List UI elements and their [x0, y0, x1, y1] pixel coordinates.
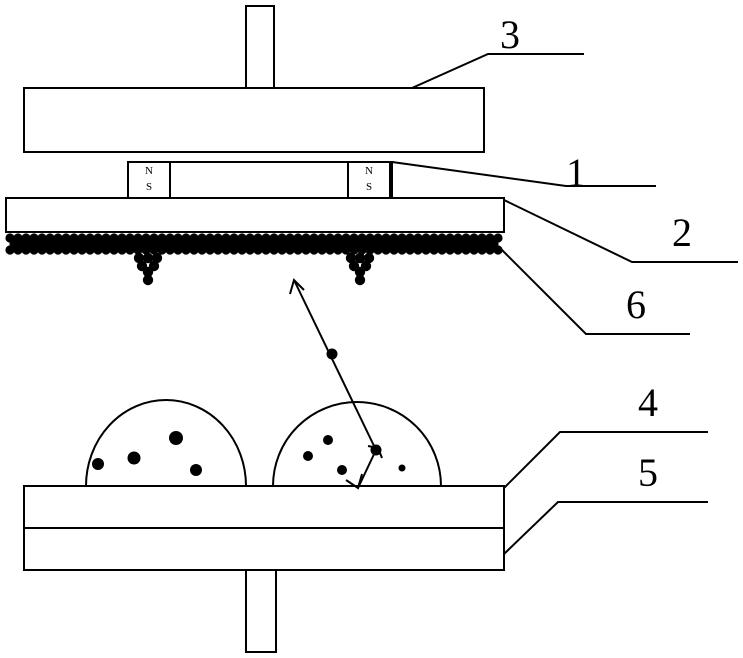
embedded-particle — [92, 458, 104, 470]
abrasive-particle — [261, 245, 270, 254]
impact-particle — [371, 445, 382, 456]
embedded-particle — [323, 435, 333, 445]
abrasive-particle — [13, 245, 22, 254]
workpiece-dome-right — [273, 402, 441, 486]
abrasive-particle — [53, 245, 62, 254]
abrasive-particle — [197, 245, 206, 254]
callout-3: 3 — [500, 12, 520, 57]
abrasive-particle — [325, 245, 334, 254]
abrasive-particle — [437, 245, 446, 254]
abrasive-particle — [285, 245, 294, 254]
abrasive-particle — [381, 245, 390, 254]
abrasive-particle — [461, 245, 470, 254]
callout-4: 4 — [638, 380, 658, 425]
abrasive-particle — [229, 245, 238, 254]
abrasive-particle — [205, 245, 214, 254]
abrasive-particle — [429, 245, 438, 254]
abrasive-particle — [189, 245, 198, 254]
abrasive-particle — [101, 245, 110, 254]
abrasive-particle — [445, 245, 454, 254]
abrasive-particle — [277, 245, 286, 254]
abrasive-particle — [373, 245, 382, 254]
magnet-carrier — [128, 162, 392, 198]
workpiece-plate — [24, 486, 504, 528]
abrasive-particle — [245, 245, 254, 254]
abrasive-particle — [125, 245, 134, 254]
abrasive-particle — [93, 245, 102, 254]
abrasive-particle — [317, 245, 326, 254]
abrasive-particle — [61, 245, 70, 254]
callout-1: 1 — [566, 150, 586, 195]
magnet-pole-south: S — [366, 181, 372, 193]
abrasive-particle — [389, 245, 398, 254]
lower-holder-plate — [24, 528, 504, 570]
abrasive-particle — [21, 245, 30, 254]
magnet-pole-south: S — [146, 181, 152, 193]
embedded-particle — [169, 431, 183, 445]
magnet-pole-north: N — [365, 165, 373, 177]
abrasive-particle — [29, 245, 38, 254]
embedded-particle — [303, 451, 313, 461]
abrasive-particle — [269, 245, 278, 254]
abrasive-particle — [77, 245, 86, 254]
workpiece-domes — [86, 400, 441, 486]
callout-6: 6 — [626, 282, 646, 327]
tool-plate — [6, 198, 504, 232]
abrasive-particle — [397, 245, 406, 254]
abrasive-particle — [469, 245, 478, 254]
abrasive-particle — [85, 245, 94, 254]
abrasive-particle — [237, 245, 246, 254]
embedded-particle — [337, 465, 347, 475]
abrasive-particle — [301, 245, 310, 254]
callout-5: 5 — [638, 450, 658, 495]
abrasive-particle — [405, 245, 414, 254]
abrasive-particle — [109, 245, 118, 254]
abrasive-particle — [253, 245, 262, 254]
magnet-assembly: N S N S — [128, 162, 392, 198]
abrasive-particle — [333, 245, 342, 254]
abrasive-particle — [45, 245, 54, 254]
abrasive-particle — [421, 245, 430, 254]
abrasive-particle — [309, 245, 318, 254]
abrasive-particle — [143, 275, 153, 285]
abrasive-particle — [293, 245, 302, 254]
leader-line-6 — [500, 248, 690, 334]
upper-holder-plate — [24, 88, 484, 152]
embedded-particle — [128, 452, 141, 465]
magnet-pole-north: N — [145, 165, 153, 177]
abrasive-particle — [453, 245, 462, 254]
lower-shaft — [246, 570, 276, 652]
leader-line-5 — [504, 502, 708, 554]
leader-line-1 — [392, 162, 656, 186]
abrasive-particle — [413, 245, 422, 254]
abrasive-particle — [213, 245, 222, 254]
magnetic-particle-layer — [5, 233, 502, 254]
leader-line-3 — [412, 54, 584, 88]
abrasive-particle — [477, 245, 486, 254]
abrasive-particle — [69, 245, 78, 254]
abrasive-particle — [117, 245, 126, 254]
abrasive-particle — [5, 245, 14, 254]
embedded-particle — [399, 465, 406, 472]
moving-particle — [327, 349, 338, 360]
leader-line-4 — [504, 432, 708, 488]
workpiece-dome-left — [86, 400, 246, 486]
abrasive-particle — [37, 245, 46, 254]
particle-clusters — [134, 253, 374, 285]
abrasive-particle — [181, 245, 190, 254]
abrasive-particle — [165, 245, 174, 254]
abrasive-particle — [485, 245, 494, 254]
embedded-particle — [190, 464, 202, 476]
abrasive-particle — [173, 245, 182, 254]
upper-shaft — [246, 6, 274, 88]
callout-2: 2 — [672, 210, 692, 255]
abrasive-particle — [221, 245, 230, 254]
leader-line-2 — [504, 200, 738, 262]
abrasive-particle — [355, 275, 365, 285]
